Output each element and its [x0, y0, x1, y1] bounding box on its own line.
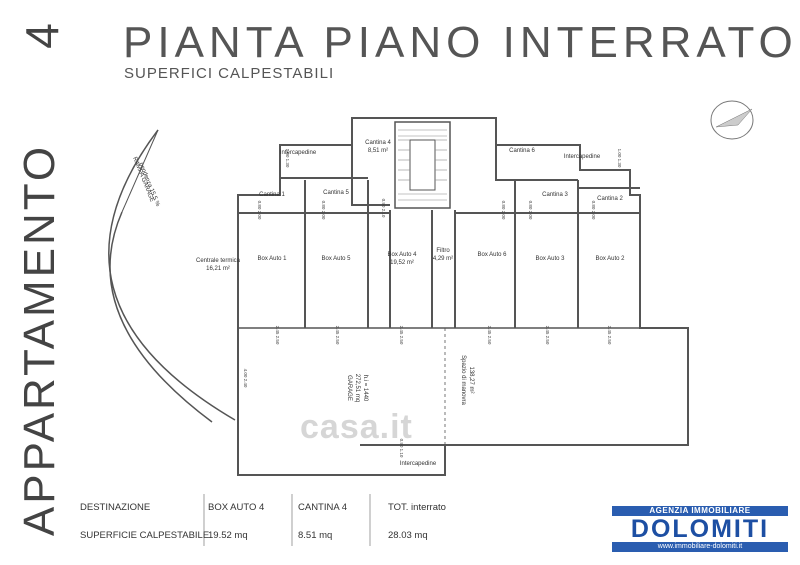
page-subtitle: SUPERFICI CALPESTABILI	[124, 65, 335, 82]
north-arrow-icon	[710, 100, 754, 140]
table-row-label: SUPERFICIE CALPESTABILE	[80, 530, 209, 541]
dim-tag: 0.90 2.10	[381, 199, 386, 218]
dim-tag: 0.90 1.10	[399, 439, 404, 458]
watermark: casa.it	[300, 408, 413, 446]
surface-table: DESTINAZIONE BOX AUTO 4 CANTINA 4 TOT. i…	[80, 494, 446, 546]
box5-label: Box Auto 5	[321, 256, 351, 262]
dim-tag: 2.45 2.50	[275, 326, 280, 345]
box3-label: Box Auto 3	[535, 256, 565, 262]
dim-tag: 2.45 2.50	[545, 326, 550, 345]
cantina4-area: 8,51 m²	[368, 148, 388, 154]
centrale-termica-area: 16,21 m²	[206, 266, 230, 272]
dim-tag: 0.80 2.00	[591, 201, 596, 220]
filtro-area: 4,29 m²	[433, 256, 453, 262]
dim-tag: 0.80 2.00	[528, 201, 533, 220]
dim-tag: 0.80 2.00	[501, 201, 506, 220]
box4-area: 19,52 m²	[390, 260, 414, 266]
box1-label: Box Auto 1	[257, 256, 287, 262]
page-title: PIANTA PIANO INTERRATO	[123, 18, 798, 67]
cantina2-label: Cantina 2	[597, 196, 623, 202]
cantina6-label: Cantina 6	[509, 148, 535, 154]
dim-tag: 0.80 2.00	[257, 201, 262, 220]
intercapedine-bottom-label: Intercapedine	[400, 461, 437, 467]
filtro-label: Filtro	[436, 248, 450, 254]
table-header-destination: DESTINAZIONE	[80, 502, 150, 513]
box4-label: Box Auto 4	[387, 252, 417, 258]
agency-logo: AGENZIA IMMOBILIARE DOLOMITI www.immobil…	[612, 506, 788, 552]
dim-tag: 2.45 2.50	[335, 326, 340, 345]
garage-label: GARAGE	[346, 375, 352, 401]
logo-brand: DOLOMITI	[630, 515, 770, 543]
table-header-box: BOX AUTO 4	[208, 502, 264, 513]
apartment-label: APPARTAMENTO	[15, 143, 64, 537]
dim-tag: 2.45 2.50	[607, 326, 612, 345]
cantina5-label: Cantina 5	[323, 190, 349, 196]
table-cell-cantina: 8.51 mq	[298, 530, 332, 541]
box2-label: Box Auto 2	[595, 256, 625, 262]
dim-tag: 1.00 1.30	[617, 149, 622, 168]
garage-area: 272,51 mq	[354, 374, 360, 402]
dim-tag: 1.00 1.30	[285, 149, 290, 168]
cantina3-label: Cantina 3	[542, 192, 568, 198]
dim-tag: 4.00 2.40	[243, 369, 248, 388]
dim-tag: 2.45 2.50	[487, 326, 492, 345]
apartment-number: 4	[16, 21, 68, 49]
centrale-termica-label: Centrale termica	[196, 258, 241, 264]
logo-url: www.immobiliare-dolomiti.it	[612, 542, 788, 552]
floor-plan: RAMPA GARAGE pendenza 15.5 % Centrale te…	[108, 117, 689, 476]
logo-top-text: AGENZIA IMMOBILIARE	[612, 506, 788, 516]
manovra-area: 138,27 m²	[468, 366, 474, 393]
cantina4-label: Cantina 4	[365, 140, 391, 146]
cantina1-label: Cantina 1	[259, 192, 285, 198]
dim-tag: 0.80 2.00	[321, 201, 326, 220]
table-header-cantina: CANTINA 4	[298, 502, 347, 513]
manovra-label: Spazio di manovra	[460, 355, 466, 405]
table-cell-total: 28.03 mq	[388, 530, 428, 541]
garage-height: h.i = 1440	[362, 375, 368, 402]
intercapedine-left-label: Intercapedine	[280, 150, 317, 156]
table-header-total: TOT. interrato	[388, 502, 446, 513]
table-cell-box: 19.52 mq	[208, 530, 248, 541]
intercapedine-right-label: Intercapedine	[564, 154, 601, 160]
box6-label: Box Auto 6	[477, 252, 507, 258]
dim-tag: 2.45 2.50	[399, 326, 404, 345]
